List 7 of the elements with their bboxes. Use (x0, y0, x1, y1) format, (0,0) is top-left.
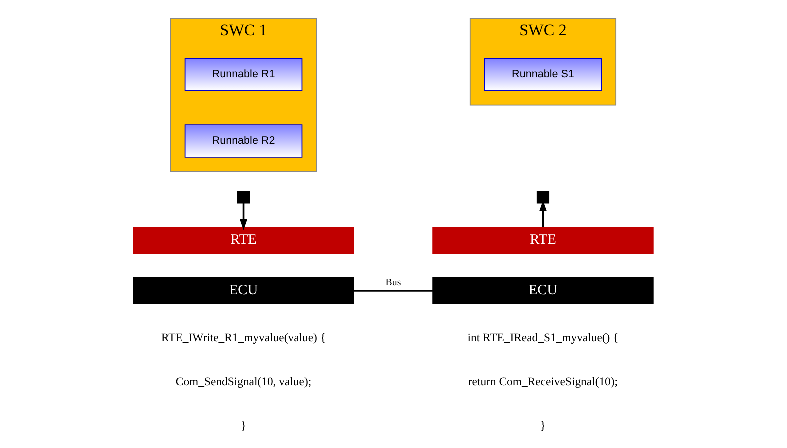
label: } (240, 419, 247, 432)
label: int RTE_IRead_S1_myvalue() { (468, 331, 619, 344)
label: } (540, 419, 546, 432)
edge-label: Bus (386, 277, 402, 288)
label: Com_SendSignal(10, value); (176, 375, 312, 388)
label: return Com_ReceiveSignal(10); (468, 375, 618, 388)
label: RTE_IWrite_R1_myvalue(value) { (162, 331, 326, 344)
